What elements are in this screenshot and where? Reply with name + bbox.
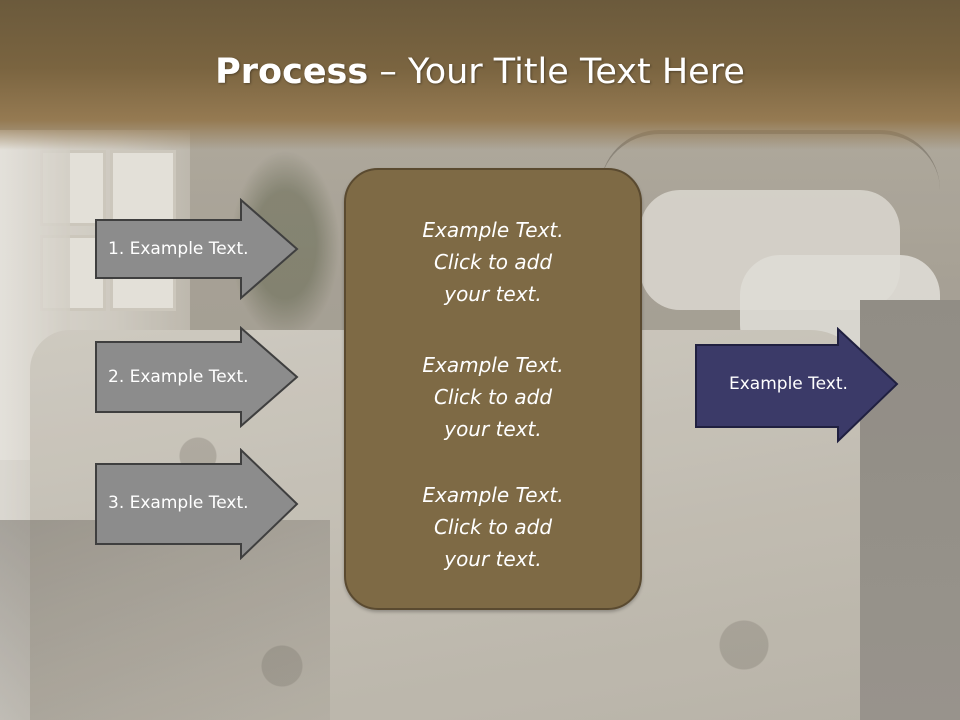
center-item-3-line-1: Example Text. (422, 483, 564, 507)
right-arrow[interactable]: Example Text. (694, 327, 900, 445)
title-bold: Process (215, 52, 369, 92)
center-text-item-2: Example Text. Click to add your text. (346, 349, 640, 445)
left-arrow-1[interactable]: 1. Example Text. (94, 198, 300, 300)
center-item-2-line-3: your text. (444, 417, 542, 441)
left-arrow-1-label: 1. Example Text. (108, 239, 249, 259)
left-arrow-2[interactable]: 2. Example Text. (94, 326, 300, 428)
center-text-box[interactable]: Example Text. Click to add your text. Ex… (344, 168, 642, 610)
left-arrow-3-label: 3. Example Text. (108, 493, 249, 513)
slide-title[interactable]: Process – Your Title Text Here (0, 52, 960, 92)
title-rest: – Your Title Text Here (368, 52, 745, 92)
left-arrow-2-label: 2. Example Text. (108, 367, 249, 387)
center-item-1-line-3: your text. (444, 282, 542, 306)
center-item-2-line-2: Click to add (433, 385, 553, 409)
left-arrow-3[interactable]: 3. Example Text. (94, 448, 300, 560)
background-shadow (0, 520, 330, 720)
right-arrow-label: Example Text. (729, 374, 848, 394)
center-text-item-3: Example Text. Click to add your text. (346, 479, 640, 575)
center-item-1-line-2: Click to add (433, 250, 553, 274)
center-item-3-line-2: Click to add (433, 515, 553, 539)
center-text-item-1: Example Text. Click to add your text. (346, 214, 640, 310)
center-item-2-line-1: Example Text. (422, 353, 564, 377)
title-band (0, 0, 960, 150)
center-item-1-line-1: Example Text. (422, 218, 564, 242)
center-item-3-line-3: your text. (444, 547, 542, 571)
